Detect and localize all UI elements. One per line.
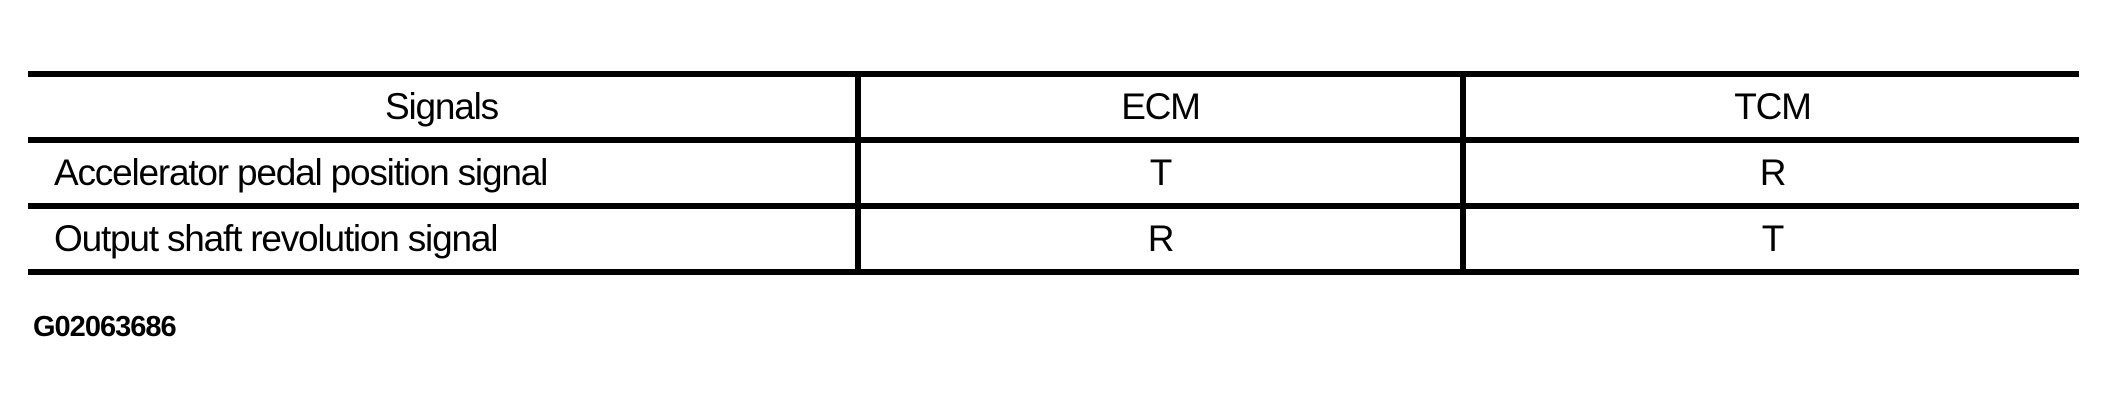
ecm-value-cell: R [855, 203, 1463, 272]
column-header-signals: Signals [385, 86, 499, 127]
tcm-value-cell: R [1460, 137, 2079, 206]
table-header-row: Signals ECM TCM [28, 74, 2079, 140]
column-header-ecm: ECM [855, 74, 1463, 140]
column-header-tcm: TCM [1460, 74, 2079, 140]
tcm-value-cell: T [1460, 203, 2079, 272]
signal-name-cell: Accelerator pedal position signal [28, 137, 858, 206]
signals-table: Signals ECM TCM Accelerator pedal positi… [28, 71, 2079, 275]
figure-id-label: G02063686 [33, 311, 177, 343]
signal-name-cell: Output shaft revolution signal [28, 203, 858, 272]
ecm-value-cell: T [855, 137, 1463, 206]
table-row: Accelerator pedal position signal T R [28, 137, 2079, 206]
table-row: Output shaft revolution signal R T [28, 203, 2079, 272]
